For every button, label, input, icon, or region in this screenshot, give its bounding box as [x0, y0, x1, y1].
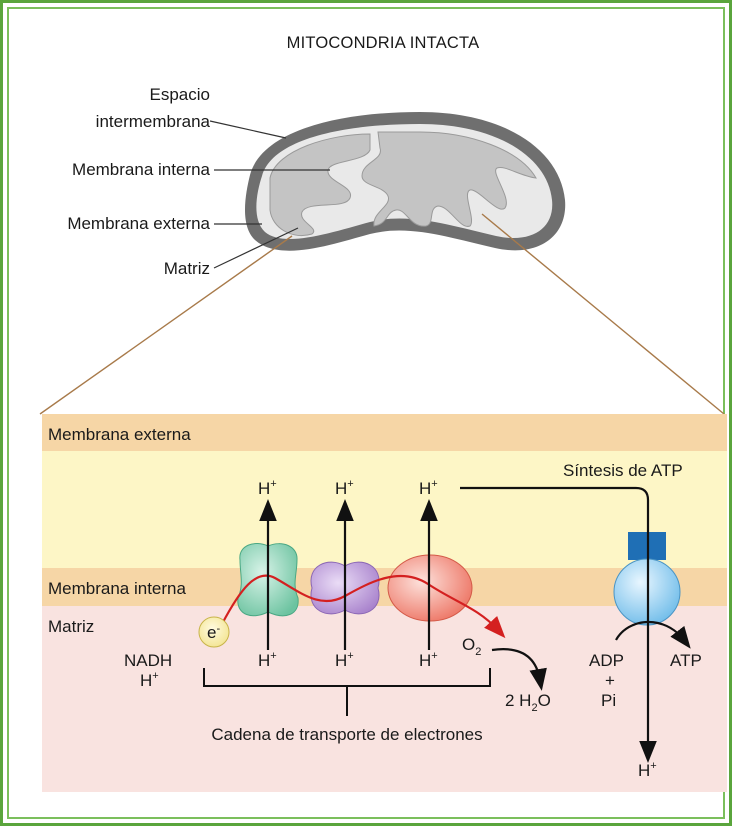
- nadh-label: NADH: [124, 651, 172, 670]
- band-label-membrana-interna: Membrana interna: [48, 579, 187, 598]
- proton-bottom-2: H+: [335, 650, 354, 670]
- proton-arrows: [259, 486, 657, 763]
- chain-bracket: [203, 668, 491, 716]
- band-intermembrane-space: [42, 451, 727, 568]
- diagram-title: MITOCONDRIA INTACTA: [287, 34, 480, 52]
- proton-bottom-1: H+: [258, 650, 277, 670]
- label-espacio-line2: intermembrana: [96, 112, 211, 131]
- band-label-sintesis-atp: Síntesis de ATP: [563, 461, 683, 480]
- oxygen-to-water-arrow: [491, 648, 547, 691]
- adp-atp-arrow: [615, 620, 691, 649]
- oxygen-label: O2: [462, 635, 481, 658]
- inner-frame-border: [7, 7, 725, 819]
- leader-lines: [209, 120, 330, 269]
- mitochondrion: [245, 112, 566, 251]
- atp-label: ATP: [670, 651, 702, 670]
- band-label-matriz: Matriz: [48, 617, 94, 636]
- zoom-lines: [39, 213, 725, 415]
- water-label: 2 H2O: [505, 691, 551, 714]
- band-inner-membrane: [42, 568, 727, 606]
- electron: e-: [198, 616, 230, 648]
- proton-top-2: H+: [335, 478, 354, 498]
- pi-label: Pi: [601, 691, 616, 710]
- nadh-proton: H+: [140, 670, 159, 690]
- adp-label: ADP: [589, 651, 624, 670]
- band-outer-membrane: [42, 414, 727, 451]
- band-matrix: [42, 606, 727, 792]
- chain-caption: Cadena de transporte de electrones: [211, 725, 482, 744]
- proton-bottom-3: H+: [419, 650, 438, 670]
- label-membrana-externa-top: Membrana externa: [67, 214, 210, 233]
- proton-top-3: H+: [419, 478, 438, 498]
- cristae: [269, 131, 537, 236]
- label-membrana-interna-top: Membrana interna: [72, 160, 211, 179]
- svg-text:e-: e-: [207, 623, 220, 642]
- band-label-membrana-externa: Membrana externa: [48, 425, 191, 444]
- proton-top-1: H+: [258, 478, 277, 498]
- label-espacio-line1: Espacio: [150, 85, 210, 104]
- plus-label: +: [605, 671, 615, 690]
- label-matriz-top: Matriz: [164, 259, 210, 278]
- proton-synthase: H+: [638, 760, 657, 780]
